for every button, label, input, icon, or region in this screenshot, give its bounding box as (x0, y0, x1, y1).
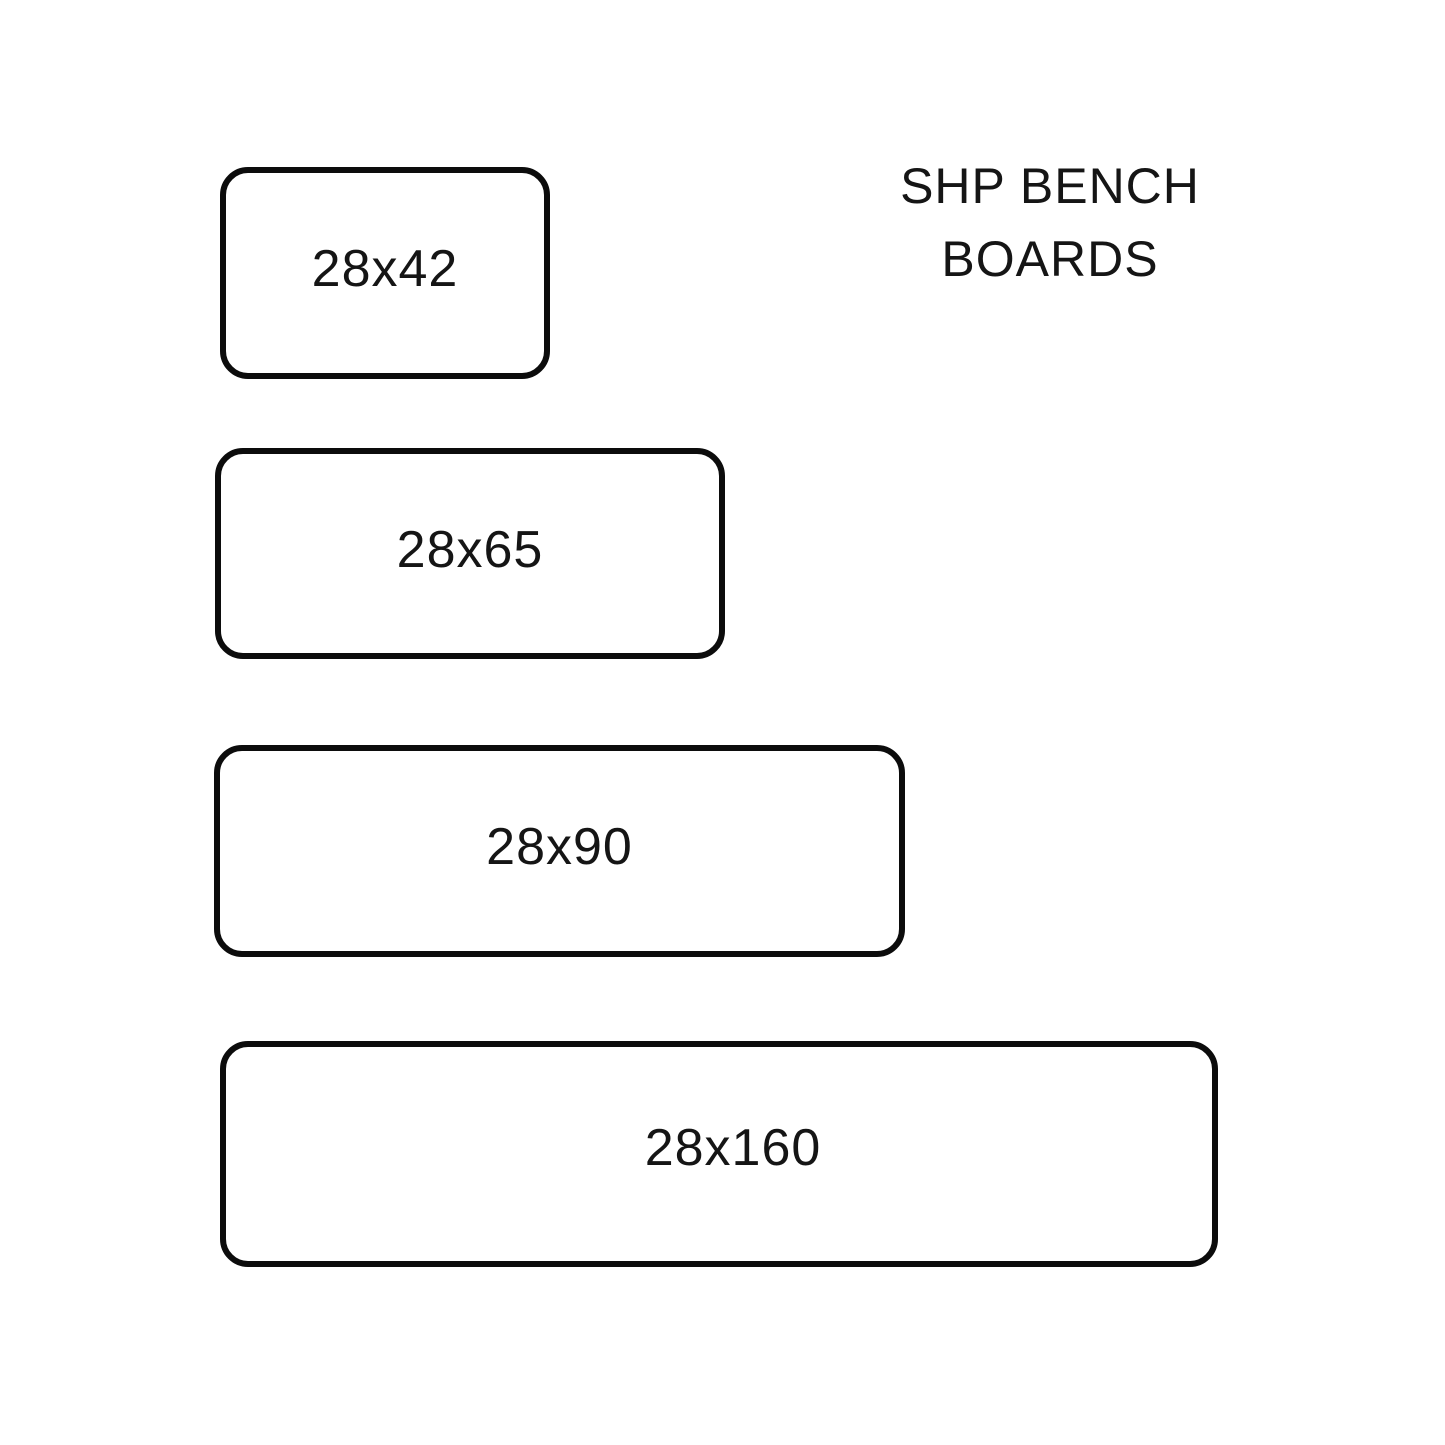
board-28x65-label: 28x65 (396, 520, 544, 579)
board-28x42: 28x42 (220, 167, 550, 379)
diagram-title-line1: SHP BENCH (900, 158, 1200, 214)
diagram-title: SHP BENCH BOARDS (880, 150, 1220, 296)
board-28x42-label: 28x42 (311, 240, 459, 298)
board-28x160-label: 28x160 (644, 1119, 822, 1177)
board-28x90: 28x90 (214, 745, 905, 957)
board-28x90-label: 28x90 (486, 818, 633, 876)
diagram-title-line2: BOARDS (941, 231, 1159, 287)
board-28x160: 28x160 (220, 1041, 1218, 1267)
board-28x65: 28x65 (215, 448, 725, 659)
